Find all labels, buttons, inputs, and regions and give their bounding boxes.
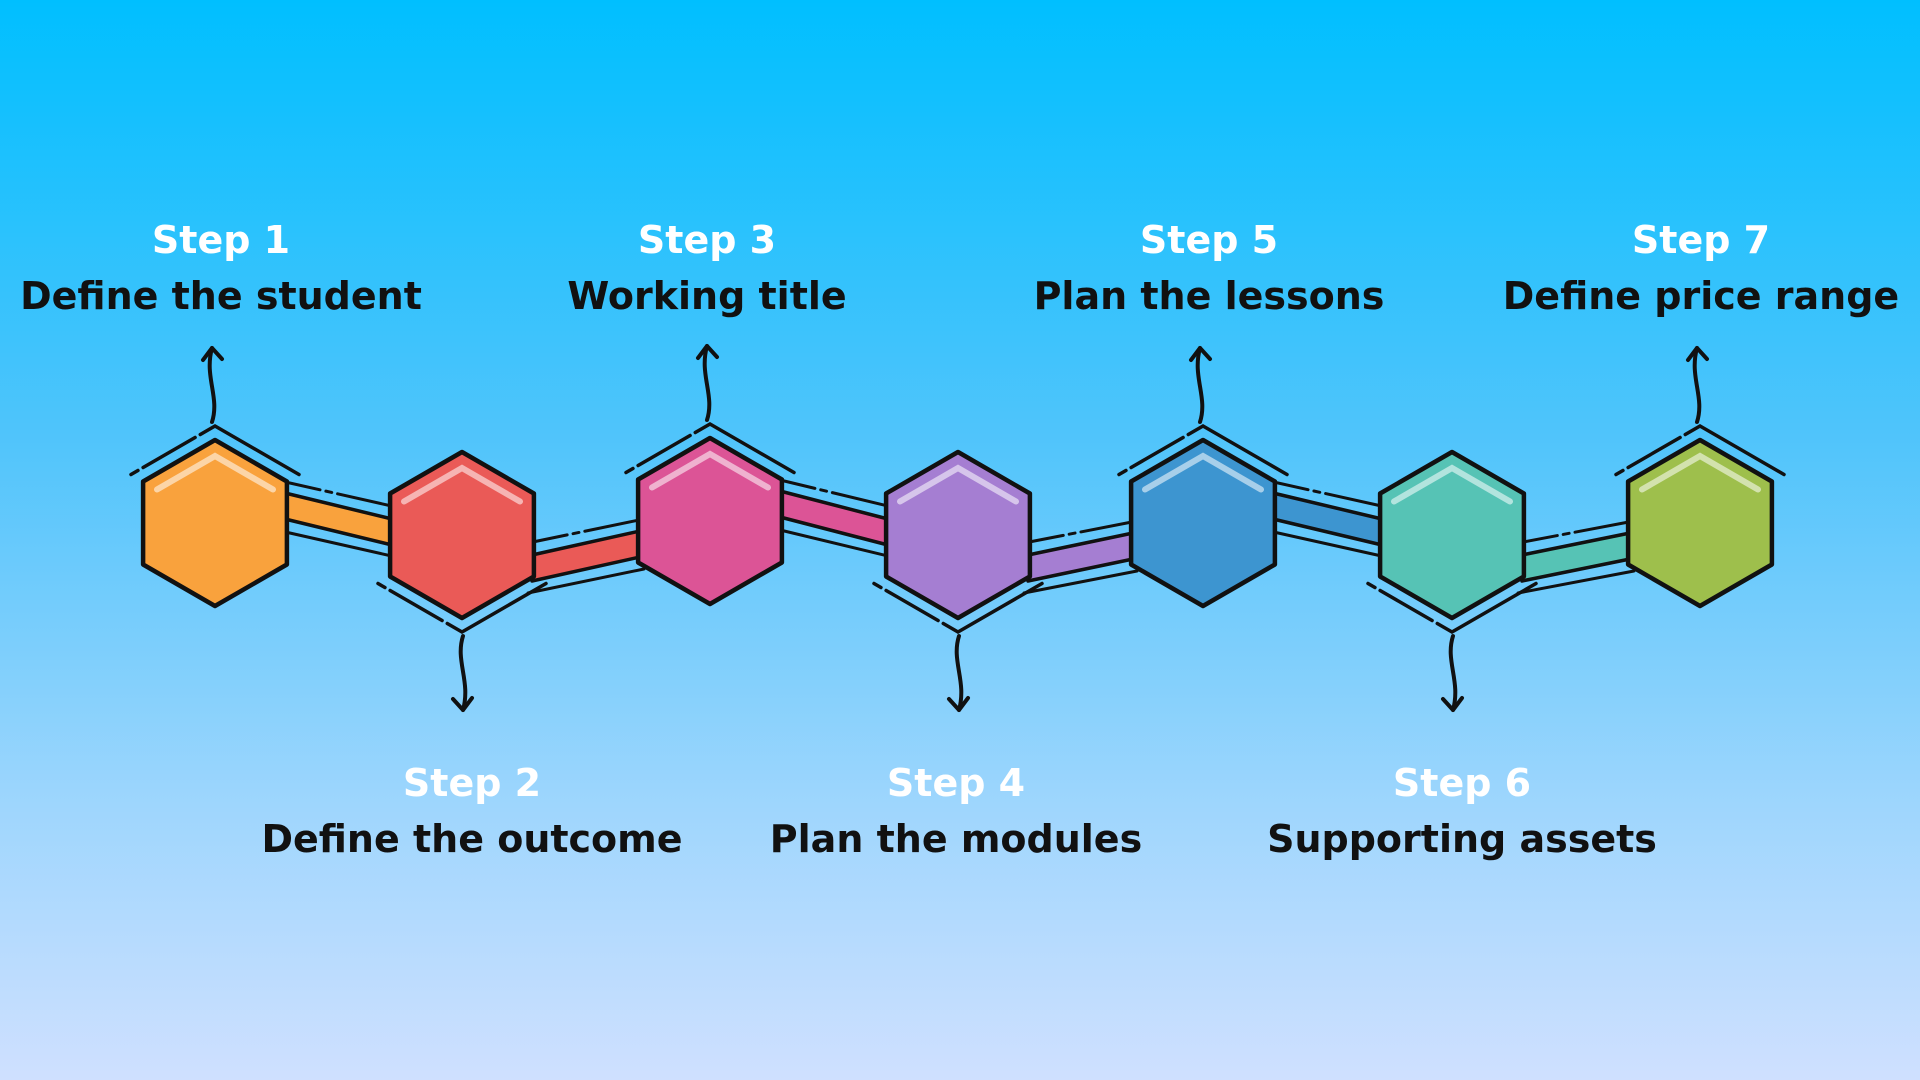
connector-3-4 [774,477,894,559]
step-1-hexagon [129,423,301,609]
step-5-arrow-icon [1189,346,1212,424]
step-4-arrow-icon [947,634,970,712]
step-6-number: Step 6 [1392,761,1532,805]
step-3-arrow-icon [696,344,719,422]
step-4-title: Plan the modules [769,817,1143,861]
step-4-label: Step 4 Plan the modules [736,755,1176,867]
step-3-label: Step 3 Working title [487,212,927,324]
step-2-arrow-icon [451,634,474,712]
step-3-hexagon [624,421,796,607]
step-5-number: Step 5 [1139,218,1279,262]
step-6-title: Supporting assets [1267,817,1657,861]
step-1-arrow-icon [201,346,224,424]
step-1-title: Define the student [20,274,422,318]
step-7-number: Step 7 [1631,218,1771,262]
step-2-hexagon [376,449,548,635]
step-4-number: Step 4 [886,761,1026,805]
step-2-label: Step 2 Define the outcome [252,755,692,867]
step-7-title: Define price range [1502,274,1900,318]
step-3-number: Step 3 [637,218,777,262]
step-4-hexagon [872,449,1044,635]
step-2-number: Step 2 [402,761,542,805]
step-6-arrow-icon [1441,634,1464,712]
connector-5-6 [1267,479,1388,559]
step-7-arrow-icon [1686,346,1709,424]
step-2-title: Define the outcome [261,817,683,861]
step-6-hexagon [1366,449,1538,635]
connector-1-2 [279,479,398,559]
step-5-hexagon [1117,423,1289,609]
step-3-title: Working title [567,274,847,318]
step-5-title: Plan the lessons [1033,274,1385,318]
step-7-hexagon [1614,423,1786,609]
step-1-number: Step 1 [151,218,291,262]
step-1-label: Step 1 Define the student [1,212,441,324]
step-7-label: Step 7 Define price range [1481,212,1920,324]
step-5-label: Step 5 Plan the lessons [989,212,1429,324]
step-6-label: Step 6 Supporting assets [1242,755,1682,867]
